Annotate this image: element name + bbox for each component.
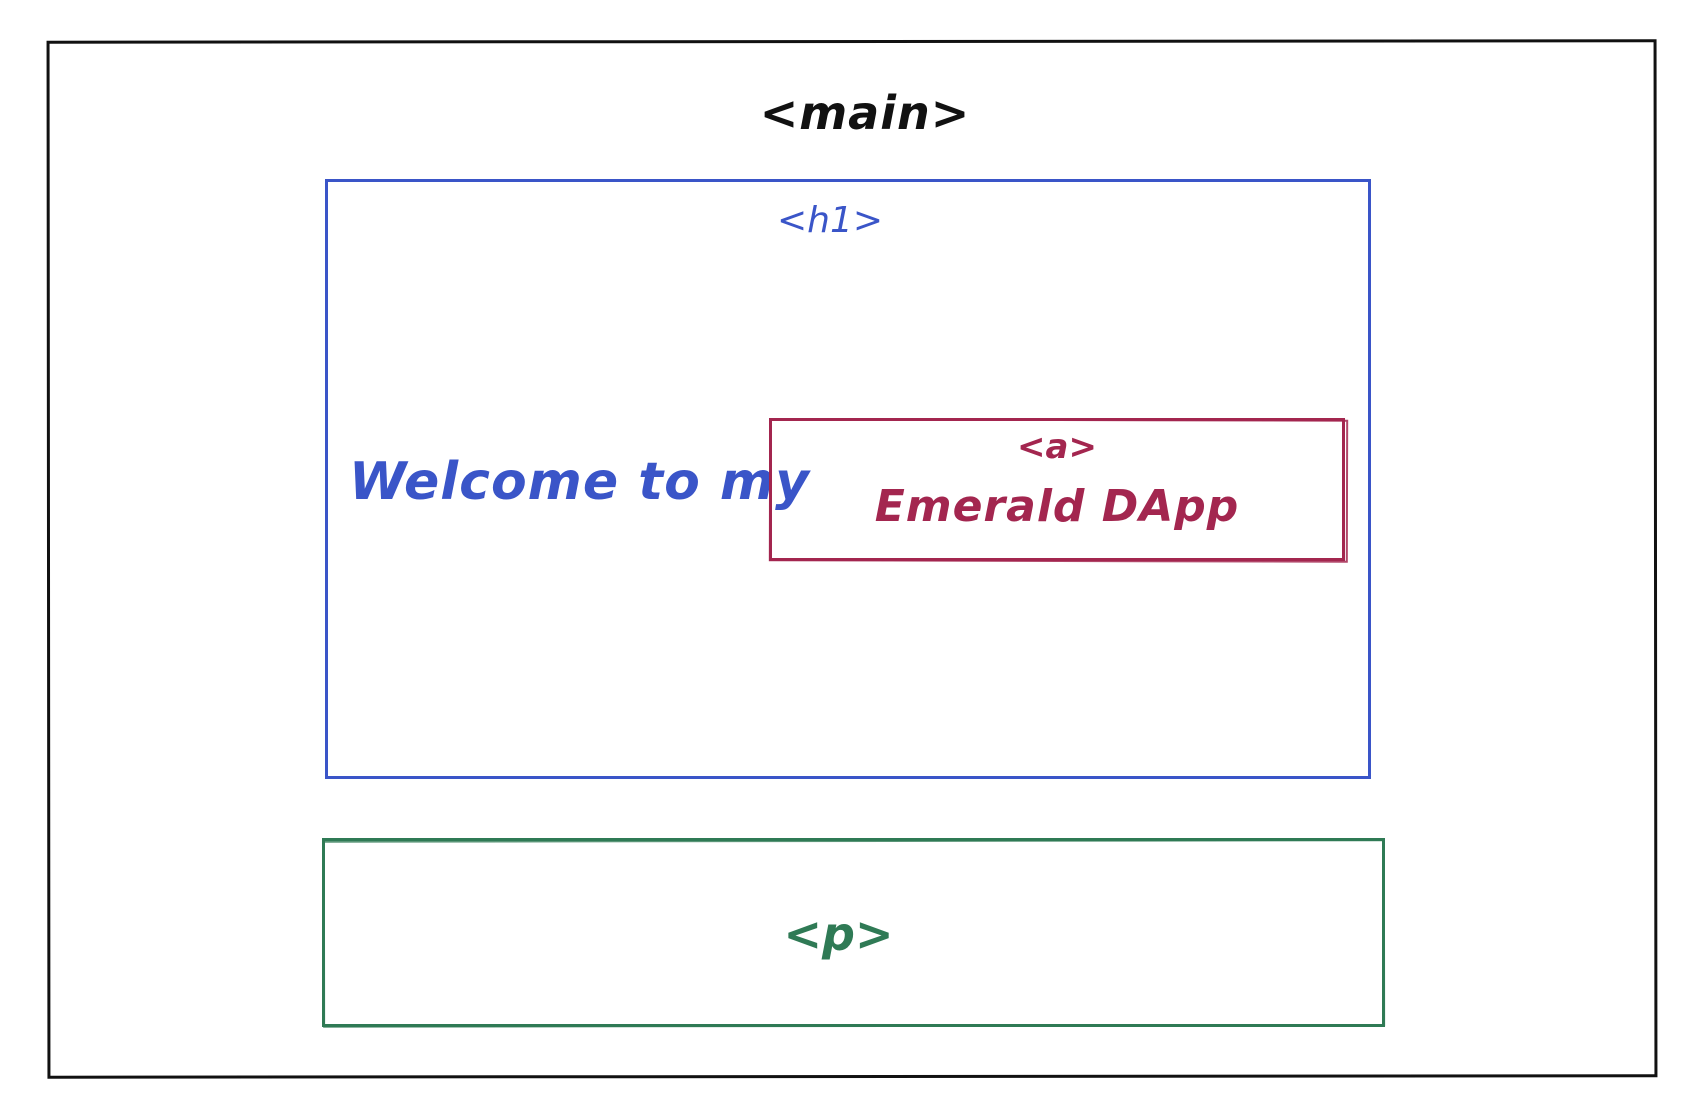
a-tag-label: <a> (1017, 427, 1097, 467)
p-element-box: <p> (322, 838, 1385, 1027)
a-element-box[interactable]: <a> Emerald DApp (769, 418, 1345, 561)
p-tag-label: <p> (783, 907, 894, 961)
emerald-dapp-link[interactable]: Emerald DApp (874, 481, 1240, 532)
h1-welcome-text: Welcome to my (349, 452, 810, 512)
h1-element-box (325, 179, 1371, 779)
main-tag-label: <main> (759, 86, 971, 140)
h1-tag-label: <h1> (776, 200, 884, 241)
